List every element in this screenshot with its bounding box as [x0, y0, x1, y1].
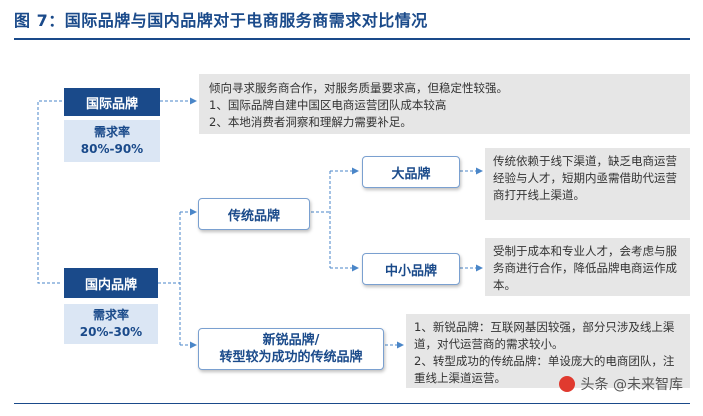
small-brand-description: 受制于成本和专业人才，会考虑与服务商进行合作，降低品牌电商运作成本。: [485, 238, 690, 296]
emerging-brand-box: 新锐品牌/ 转型较为成功的传统品牌: [198, 328, 384, 370]
intl-brand-box: 国际品牌: [64, 88, 160, 116]
watermark-text: 头条 @未来智库: [580, 377, 683, 393]
bottom-rule: [14, 403, 690, 404]
domestic-demand-label: 需求率: [92, 308, 129, 322]
small-brand-label: 中小品牌: [384, 263, 437, 279]
traditional-brand-box: 传统品牌: [198, 198, 310, 230]
big-brand-label: 大品牌: [391, 166, 431, 182]
domestic-brand-label: 国内品牌: [84, 277, 137, 293]
watermark-logo-icon: [558, 376, 575, 392]
intl-brand-label: 国际品牌: [85, 96, 138, 112]
domestic-brand-box: 国内品牌: [64, 268, 158, 298]
emerging-brand-label-line2: 转型较为成功的传统品牌: [219, 350, 363, 365]
intl-demand-value: 80%-90%: [80, 142, 144, 156]
traditional-brand-label: 传统品牌: [227, 208, 280, 224]
title-rule: [14, 38, 690, 40]
big-brand-description: 传统依赖于线下渠道，缺乏电商运营经验与人才，短期内亟需借助代运营商打开线上渠道。: [485, 148, 690, 220]
watermark: 头条 @未来智库: [558, 374, 683, 394]
big-brand-box: 大品牌: [362, 156, 460, 188]
domestic-demand-box: 需求率 20%-30%: [64, 304, 158, 344]
small-brand-box: 中小品牌: [362, 253, 460, 285]
intl-description: 倾向寻求服务商合作，对服务质量要求高，但稳定性较强。 1、国际品牌自建中国区电商…: [199, 74, 690, 134]
intl-demand-box: 需求率 80%-90%: [64, 120, 160, 162]
emerging-brand-label-line1: 新锐品牌/: [262, 333, 320, 348]
figure-title: 图 7：国际品牌与国内品牌对于电商服务商需求对比情况: [14, 11, 428, 30]
emerging-brand-description: 1、新锐品牌：互联网基因较强，部分只涉及线上渠道，对代运营商的需求较小。 2、转…: [406, 314, 690, 388]
intl-demand-label: 需求率: [93, 125, 130, 139]
domestic-demand-value: 20%-30%: [79, 325, 143, 339]
left-bracket: [37, 100, 62, 284]
